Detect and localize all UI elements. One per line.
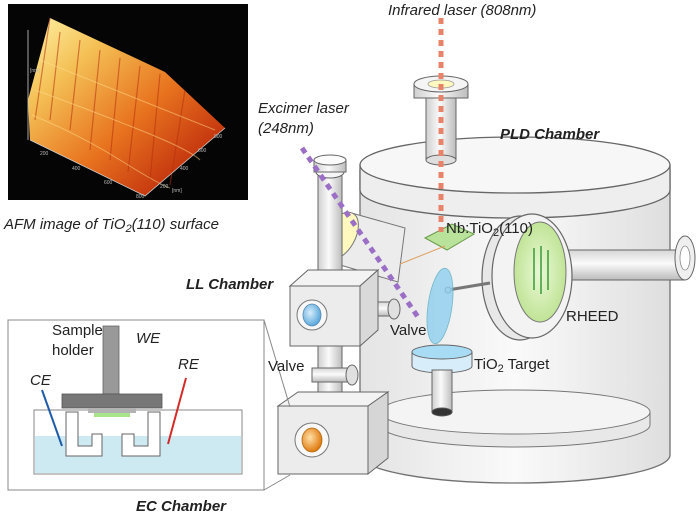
excimer-laser-label: Excimer laser xyxy=(258,100,349,117)
target-assembly xyxy=(411,267,473,417)
afm-x-tick: 400 xyxy=(72,166,81,172)
ec-chamber-label: EC Chamber xyxy=(136,498,227,515)
sample-holder-label-1: Sample xyxy=(52,322,103,339)
ec-inset xyxy=(7,319,291,491)
rheed-assembly xyxy=(444,213,696,341)
substrate-label: Nb:TiO2(110) xyxy=(446,220,533,239)
afm-x-tick: 600 xyxy=(104,180,113,186)
ec-chamber-cube xyxy=(276,391,390,476)
afm-z-unit: [nm] xyxy=(30,68,40,74)
sample-holder-label-2: holder xyxy=(52,342,94,359)
ir-window-port xyxy=(413,75,469,166)
re-label: RE xyxy=(178,356,199,373)
excimer-laser-beam xyxy=(299,146,423,322)
excimer-wavelength-label: (248nm) xyxy=(258,120,314,137)
afm-y-tick: 600 xyxy=(198,148,207,154)
infrared-laser-label: Infrared laser (808nm) xyxy=(388,2,537,19)
pld-chamber-label: PLD Chamber xyxy=(500,126,600,143)
afm-y-tick: 400 xyxy=(180,166,189,172)
afm-caption: AFM image of TiO2(110) surface xyxy=(4,216,219,235)
rheed-label: RHEED xyxy=(566,308,619,325)
afm-x-unit: [nm] xyxy=(172,188,182,194)
afm-x-tick: 800 xyxy=(136,194,145,200)
upper-valve-label: Valve xyxy=(390,322,427,339)
afm-x-tick: 200 xyxy=(40,151,49,157)
we-label: WE xyxy=(136,330,161,347)
target-label: TiO2 Target xyxy=(474,356,550,375)
lower-valve-label: Valve xyxy=(268,358,305,375)
ce-label: CE xyxy=(30,372,51,389)
afm-image xyxy=(8,4,248,200)
afm-y-tick: 800 xyxy=(214,134,223,140)
ll-chamber xyxy=(288,154,401,397)
afm-y-tick: 200 xyxy=(160,184,169,190)
ll-chamber-label: LL Chamber xyxy=(186,276,274,293)
